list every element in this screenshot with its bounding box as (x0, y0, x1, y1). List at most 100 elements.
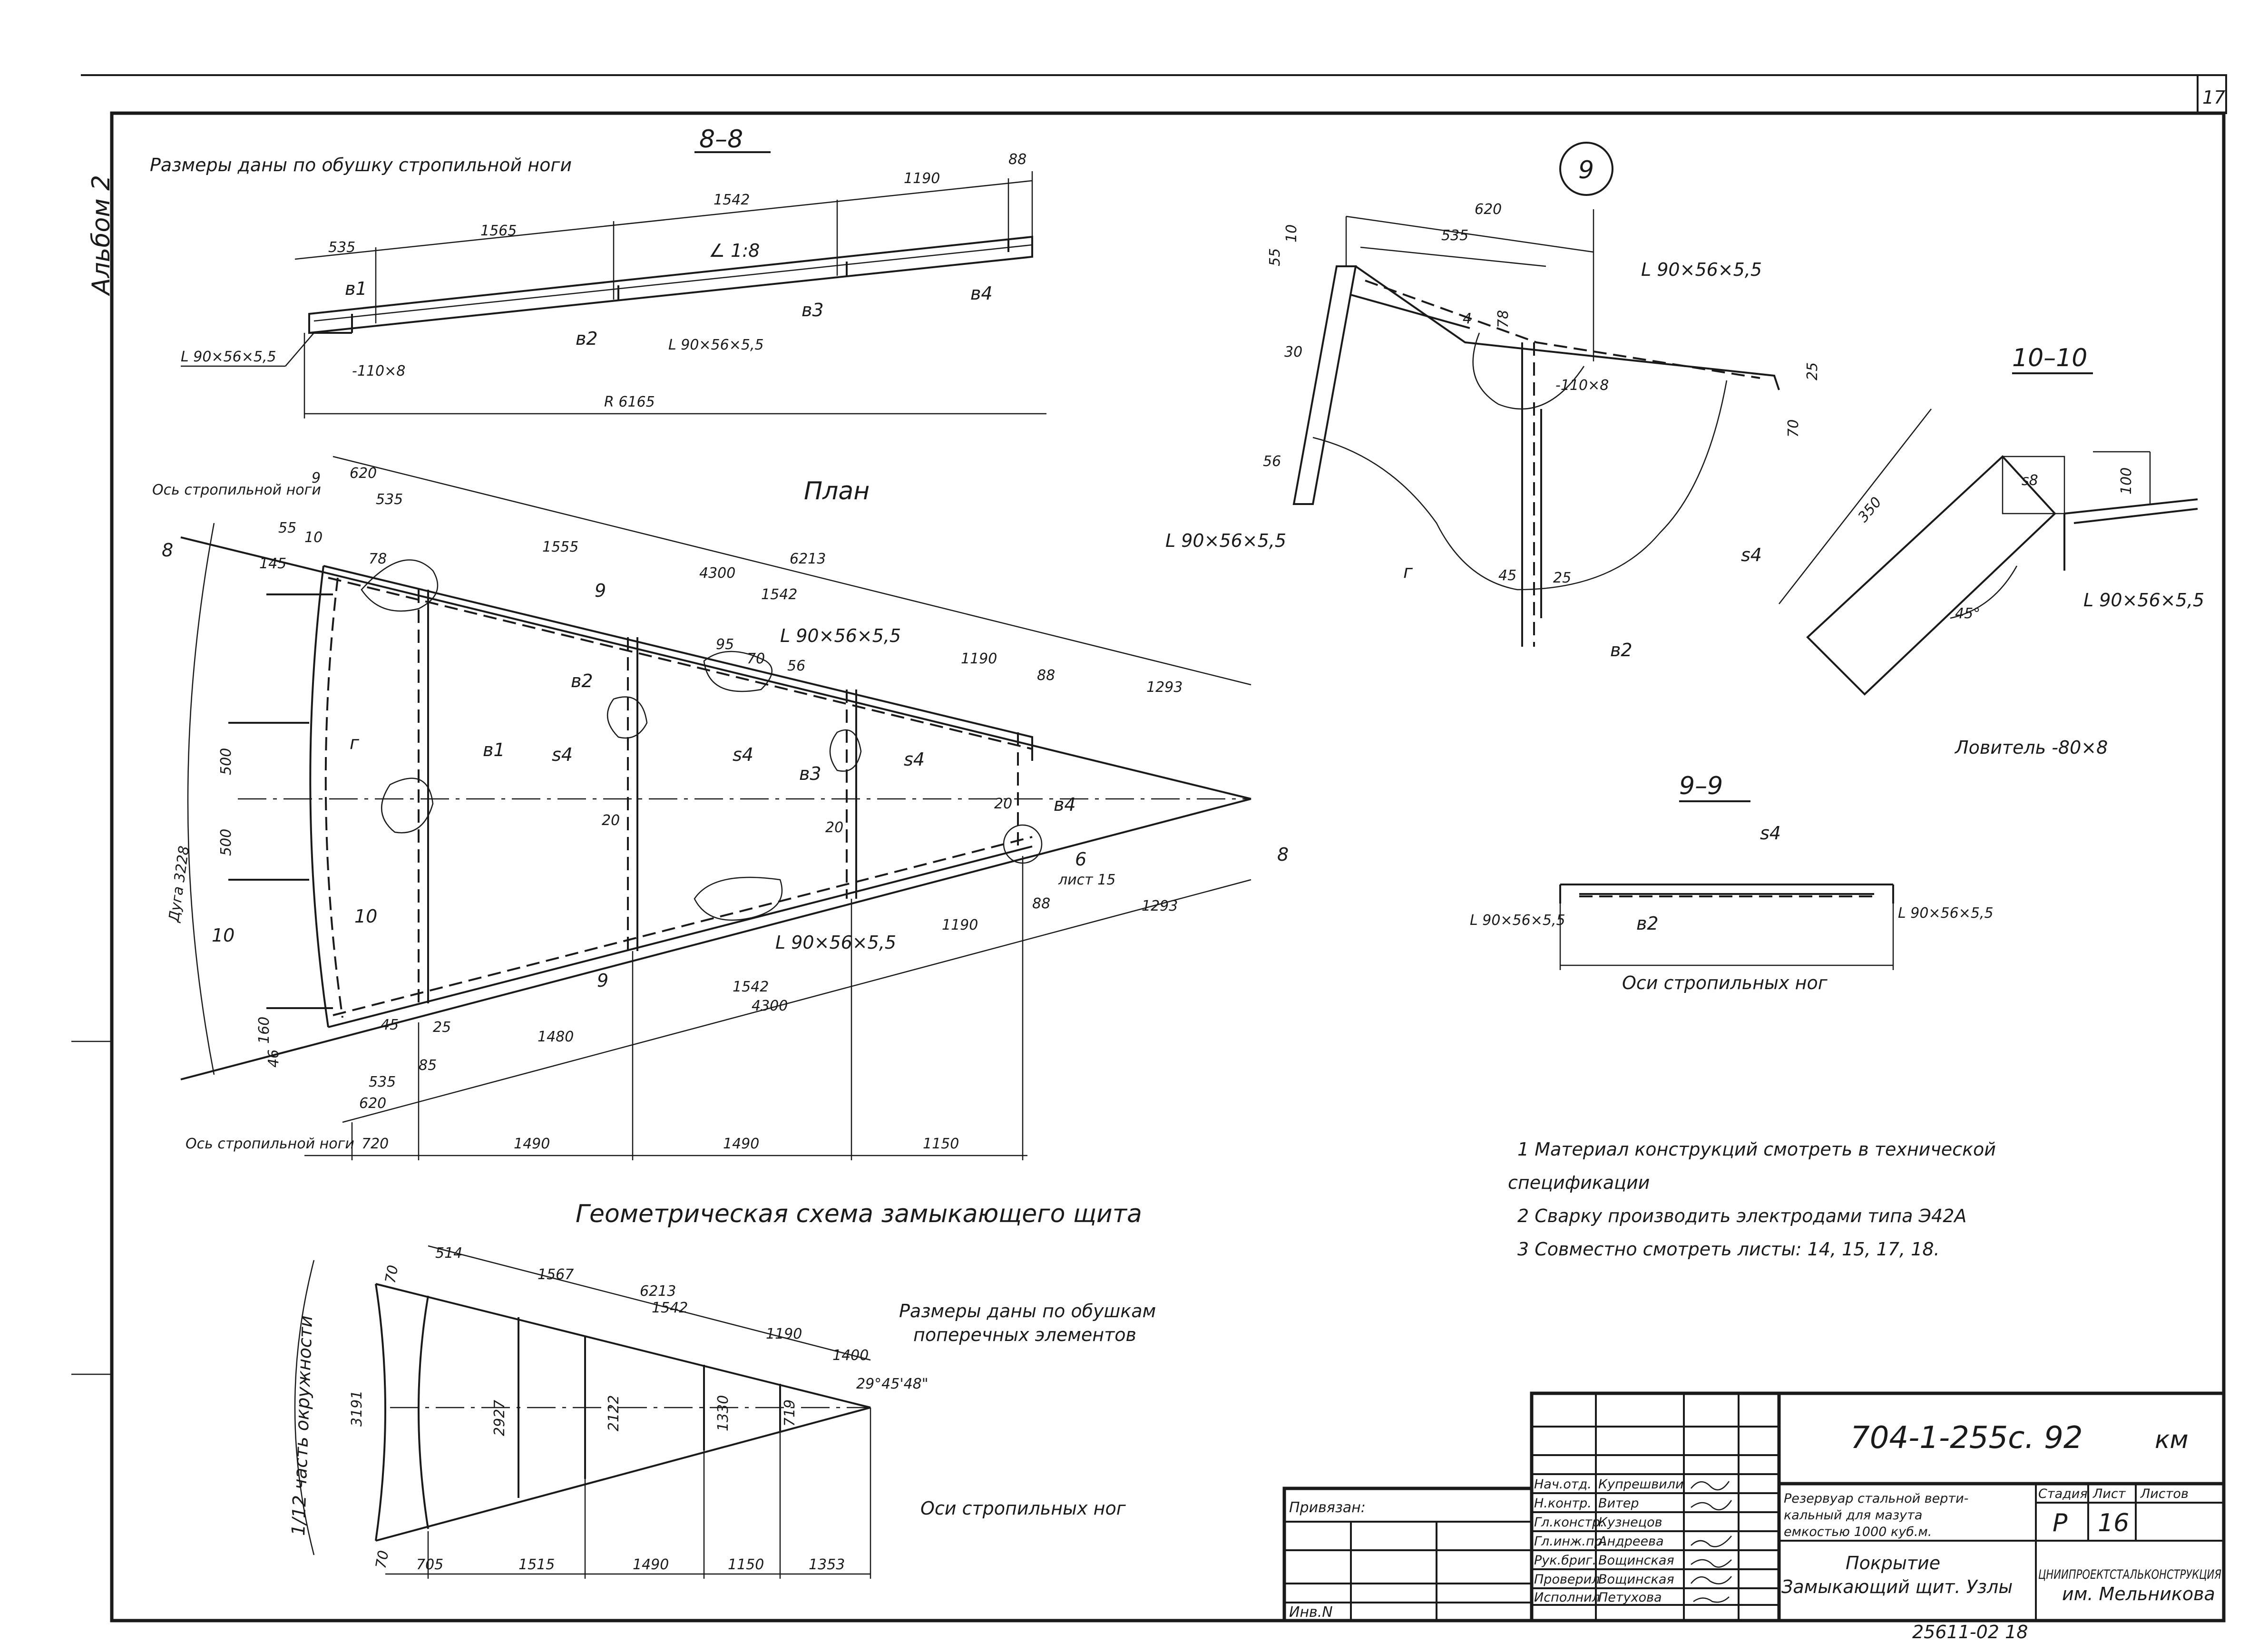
plan-cut-8-right: 8 (1277, 844, 1289, 865)
plan-dim-78: 78 (369, 551, 387, 567)
plan-angle-top: L 90×56×5,5 (780, 625, 901, 646)
tb-desc-2: кальный для мазута (1784, 1508, 1922, 1523)
n9-weld-4: 4 (1463, 311, 1472, 327)
tb-name-1: Купрешвили (1598, 1477, 1684, 1492)
tb-name-5: Вощинская (1598, 1553, 1674, 1568)
n9-dim-25b: 25 (1553, 570, 1571, 586)
plan-s4-a: s4 (552, 744, 573, 765)
tb-name-2: Витер (1598, 1496, 1639, 1511)
plan-dim-500a: 500 (218, 748, 235, 775)
plan-dim-1480: 1480 (538, 1029, 574, 1045)
s99-angle-right: L 90×56×5,5 (1898, 905, 1994, 922)
page-number: 17 (2202, 87, 2225, 108)
section-8-8: 8–8 Размеры даны по обушку стропильной н… (150, 125, 1046, 418)
tb-role-6: Проверил (1534, 1572, 1600, 1587)
n9-dim-535: 535 (1441, 227, 1468, 244)
plan-dim-1293-bottom: 1293 (1142, 898, 1178, 914)
plan-dim-145: 145 (259, 555, 286, 572)
n9-dim-10: 10 (1283, 224, 1300, 243)
scheme-note-2: поперечных элементов (913, 1324, 1136, 1345)
plan-cut-9-bottom: 9 (597, 970, 608, 991)
plan-arc-dim: Дуга 3228 (166, 845, 193, 924)
s88-slope: ∠ 1:8 (709, 240, 760, 261)
s99-axes: Оси стропильных ног (1622, 972, 1828, 993)
plan-s4-b: s4 (733, 744, 753, 765)
tb-org-2: им. Мельникова (2062, 1584, 2215, 1604)
section-8-8-title: 8–8 (699, 125, 743, 154)
tb-org: ЦНИИПРОЕКТСТАЛЬКОНСТРУКЦИЯ (2038, 1567, 2221, 1582)
tb-sheet: 16 (2098, 1509, 2129, 1537)
tb-stage-label: Стадия (2038, 1487, 2088, 1501)
s88-dim-535: 535 (328, 239, 355, 256)
s1010-catcher: Ловитель -80×8 (1954, 737, 2108, 758)
tb-role-2: Н.контр. (1534, 1496, 1592, 1511)
plan-dim-4300-top: 4300 (699, 565, 735, 582)
scheme-dim-1150: 1150 (728, 1556, 764, 1573)
tb-name-3: Кузнецов (1598, 1515, 1662, 1530)
node-9-detail: 9 620 535 55 10 30 56 78 25 70 45 25 L 9… (1165, 142, 1821, 661)
plan-s4-c: s4 (904, 749, 925, 770)
s1010-dim-100: 100 (2118, 467, 2135, 495)
title-block: Привязан: Инв.N Нач.отд. Н.контр. Гл.кон… (1282, 1391, 2226, 1623)
tb-role-1: Нач.отд. (1534, 1477, 1592, 1492)
plan-dim-56: 56 (787, 658, 805, 674)
scheme-dim-70-bottom: 70 (372, 1549, 392, 1570)
plan-dim-1190-bottom: 1190 (942, 917, 978, 933)
plan-cut-9-top: 9 (595, 580, 606, 601)
note-1-cont: спецификации (1508, 1172, 1650, 1193)
plan-title: План (804, 477, 870, 505)
section-10-10-title: 10–10 (2012, 344, 2087, 372)
scheme-dim-1190: 1190 (766, 1326, 802, 1342)
plan-dim-4300-bottom: 4300 (752, 998, 788, 1014)
plan-dim-1542-bottom: 1542 (733, 979, 769, 995)
plan-node-6: 6 (1075, 849, 1086, 870)
n9-plate: -110×8 (1555, 377, 1609, 394)
n9-dim-70: 70 (1785, 419, 1802, 437)
tb-doc-code: 704-1-255с. 92 (1850, 1420, 2083, 1456)
s1010-dim-350: 350 (1855, 494, 1885, 525)
s99-s4: s4 (1760, 823, 1781, 844)
plan-dim-20b: 20 (825, 819, 843, 836)
signatures (1691, 1481, 1732, 1603)
tb-name-4: Андреева (1597, 1534, 1664, 1549)
s88-dim-1542: 1542 (714, 192, 750, 208)
section-9-9-title: 9–9 (1679, 772, 1723, 800)
plan-b1: в1 (483, 739, 505, 760)
album-label: Альбом 2 (87, 175, 116, 296)
s88-plate: -110×8 (352, 363, 405, 379)
plan-dim-620-bottom: 620 (359, 1095, 386, 1112)
plan-dim-70: 70 (747, 651, 765, 667)
n9-dim-620: 620 (1475, 201, 1502, 218)
tb-desc-3: емкостью 1000 куб.м. (1784, 1525, 1932, 1539)
scheme-dim-1490: 1490 (633, 1556, 669, 1573)
tb-doc-suffix: км (2155, 1426, 2189, 1454)
scheme-dim-2927: 2927 (491, 1400, 508, 1436)
plan-dim-720: 720 (362, 1136, 389, 1152)
scheme-dim-70-top: 70 (382, 1264, 401, 1285)
plan-dim-6213: 6213 (790, 551, 826, 567)
plan-dim-620: 620 (350, 465, 377, 482)
scheme-angle: 29°45'48" (856, 1376, 929, 1392)
tb-desc-1: Резервуар стальной верти- (1784, 1491, 1968, 1506)
plan-g: г (350, 732, 360, 753)
note-1: 1 Материал конструкций смотреть в технич… (1517, 1139, 1996, 1160)
plan-sheet-15: лист 15 (1058, 872, 1115, 888)
plan-dim-20c: 20 (994, 796, 1012, 812)
tb-subtitle-1: Покрытие (1846, 1553, 1940, 1574)
s88-b1: в1 (345, 278, 367, 299)
n9-s4: s4 (1741, 544, 1762, 565)
s88-dim-1190: 1190 (904, 170, 940, 187)
n9-dim-56: 56 (1263, 453, 1281, 470)
s88-dim-88: 88 (1008, 151, 1026, 168)
tb-sheet-label: Лист (2092, 1487, 2126, 1501)
scheme-dim-3191: 3191 (349, 1390, 365, 1427)
tb-inv: Инв.N (1289, 1604, 1333, 1621)
s1010-s8: s8 (2022, 472, 2038, 489)
bottom-code: 25611-02 18 (1912, 1622, 2028, 1640)
scheme-circle-part: 1/12 часть окружности (288, 1315, 316, 1536)
note-2: 2 Сварку производить электродами типа Э4… (1517, 1205, 1966, 1226)
plan-b3: в3 (799, 763, 821, 784)
tb-subtitle-2: Замыкающий щит. Узлы (1781, 1576, 2013, 1597)
